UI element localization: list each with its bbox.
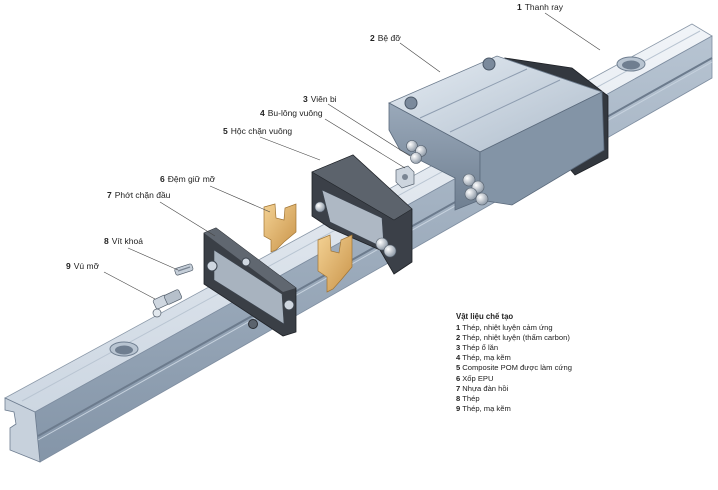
side-screw bbox=[248, 319, 258, 329]
lock-screw bbox=[174, 263, 194, 276]
end-seal bbox=[203, 227, 297, 337]
grease-pad-left bbox=[263, 203, 297, 253]
legend-title: Vật liệu chế tạo bbox=[456, 312, 514, 321]
carriage-block bbox=[388, 55, 609, 211]
leader-lines bbox=[103, 12, 601, 300]
grease-pad-right bbox=[317, 234, 353, 293]
ball-bearings bbox=[406, 140, 489, 206]
grease-nipple bbox=[152, 289, 183, 318]
end-retainer bbox=[311, 154, 413, 275]
square-nut bbox=[395, 165, 415, 189]
